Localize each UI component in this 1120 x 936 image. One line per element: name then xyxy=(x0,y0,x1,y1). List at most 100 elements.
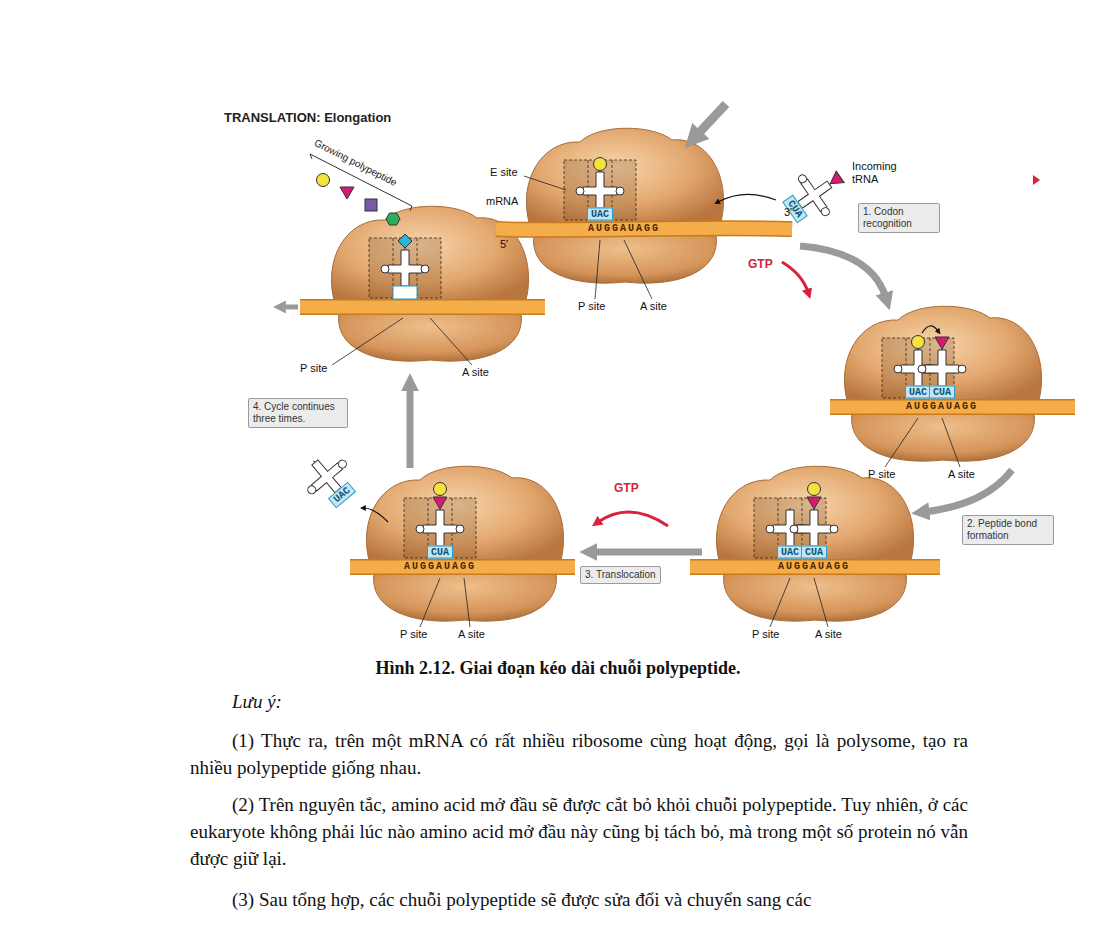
amino-acid xyxy=(398,234,412,248)
ribosome xyxy=(844,306,1041,461)
note-paragraph: (2) Trên nguyên tắc, amino acid mở đầu s… xyxy=(190,791,968,872)
exit-arrow xyxy=(282,305,298,310)
empty-anticodon xyxy=(393,286,417,299)
mrna-band xyxy=(830,401,1075,414)
codon-sequence: AUGGAUAGG xyxy=(404,561,476,573)
trna xyxy=(416,508,464,546)
box-text: CUA xyxy=(431,547,449,558)
site-label: E site xyxy=(490,166,518,179)
box-text: CUA xyxy=(933,387,951,398)
gtp-label: GTP xyxy=(614,482,639,495)
mrna-edge xyxy=(690,559,940,575)
ribosome xyxy=(716,466,913,621)
note-heading: Lưu ý: xyxy=(190,688,968,715)
anticodon-box: CUA xyxy=(427,546,453,559)
step-box: 3. Translocation xyxy=(580,566,661,584)
ribosome xyxy=(526,128,723,283)
codon-sequence: AUGGAUAGG xyxy=(778,561,850,573)
transfer-arrow xyxy=(922,326,938,333)
trna-label: Incoming tRNA xyxy=(852,160,907,186)
gtp-arrow xyxy=(598,512,668,526)
leader-line xyxy=(814,578,828,627)
leaving-trna xyxy=(295,445,356,505)
leader-line xyxy=(595,240,600,299)
site-label: P site xyxy=(752,628,779,641)
cycle-arrow xyxy=(592,549,702,556)
site-label: P site xyxy=(868,468,895,481)
amino-acid xyxy=(912,336,925,349)
trna xyxy=(295,445,356,505)
leader-line xyxy=(770,578,790,627)
mrna-edge xyxy=(350,559,575,575)
leader-line xyxy=(885,418,918,467)
step-box: 2. Peptide bond formation xyxy=(962,515,1054,545)
leader-line xyxy=(420,578,440,627)
note-paragraph: (1) Thực ra, trên một mRNA có rất nhiều … xyxy=(190,727,968,781)
amino-acid xyxy=(434,483,447,496)
strand-label: mRNA xyxy=(486,195,518,208)
ribosome xyxy=(366,466,563,621)
box-text: UAC xyxy=(591,209,609,220)
amino-acid xyxy=(340,187,354,199)
step-box: 4. Cycle continues three times. xyxy=(248,398,348,428)
cycle-arrow xyxy=(800,246,886,298)
site-label: P site xyxy=(578,300,605,313)
leader-line xyxy=(942,418,960,467)
incoming-trna xyxy=(786,157,854,224)
amino-acid xyxy=(433,497,447,509)
leader-line xyxy=(624,240,652,299)
leader-lines xyxy=(332,176,960,627)
leader-line xyxy=(332,318,403,365)
anticodon-box: UAC xyxy=(905,386,931,399)
leader-line xyxy=(524,176,566,190)
mrna-strands xyxy=(300,228,1075,567)
amino-acid xyxy=(935,337,949,349)
amino-acid xyxy=(594,158,607,171)
site-label: P site xyxy=(300,362,327,375)
anticodon-box: UAC xyxy=(777,546,803,559)
amino-acid xyxy=(386,213,400,225)
trna xyxy=(381,248,429,286)
leader-line xyxy=(464,578,470,627)
site-label: P site xyxy=(400,628,427,641)
box-text: 1. Codon recognition xyxy=(863,206,935,230)
amino-acid xyxy=(826,171,844,189)
mrna-edge xyxy=(300,299,545,315)
amino-acid xyxy=(807,497,821,509)
end-label: 5′ xyxy=(500,238,508,251)
end-label: 3′ xyxy=(784,206,792,219)
site-label: A site xyxy=(948,468,975,481)
leader-line xyxy=(430,318,472,365)
box-text: 3. Translocation xyxy=(585,569,656,581)
trna xyxy=(786,164,845,225)
codon-sequence: AUGGAUAGG xyxy=(906,401,978,413)
mrna-edge xyxy=(830,399,1075,415)
gtp-arrow xyxy=(782,262,808,292)
site-label: A site xyxy=(815,628,842,641)
codon-sequence: AUGGAUAGG xyxy=(588,223,660,235)
cycle-arrows xyxy=(282,104,1012,552)
trna xyxy=(790,508,838,546)
step-box: 1. Codon recognition xyxy=(858,203,940,233)
site-label: A site xyxy=(640,300,667,313)
mrna-band xyxy=(690,561,940,574)
anticodon-box: CUA xyxy=(801,546,827,559)
amino-acid xyxy=(317,174,330,187)
gtp-label: GTP xyxy=(748,258,773,271)
note-paragraph: (3) Sau tổng hợp, các chuỗi polypeptide … xyxy=(190,886,968,913)
trna xyxy=(918,348,966,386)
margin-mark xyxy=(1033,175,1040,185)
mrna-band xyxy=(300,301,545,314)
anticodon-box: UAC xyxy=(587,208,613,221)
exit-trna-arrow xyxy=(364,508,388,522)
site-label: A site xyxy=(458,628,485,641)
cycle-arrow xyxy=(407,386,414,468)
box-text: 2. Peptide bond formation xyxy=(967,518,1049,542)
figure-caption: Hình 2.12. Giai đoạn kéo dài chuỗi polyp… xyxy=(130,656,986,680)
entry-arrow xyxy=(696,104,726,136)
box-text: UAC xyxy=(909,387,927,398)
box-text: UAC xyxy=(781,547,799,558)
amino-acid xyxy=(365,199,377,211)
entry-trna-arrow xyxy=(718,194,776,202)
